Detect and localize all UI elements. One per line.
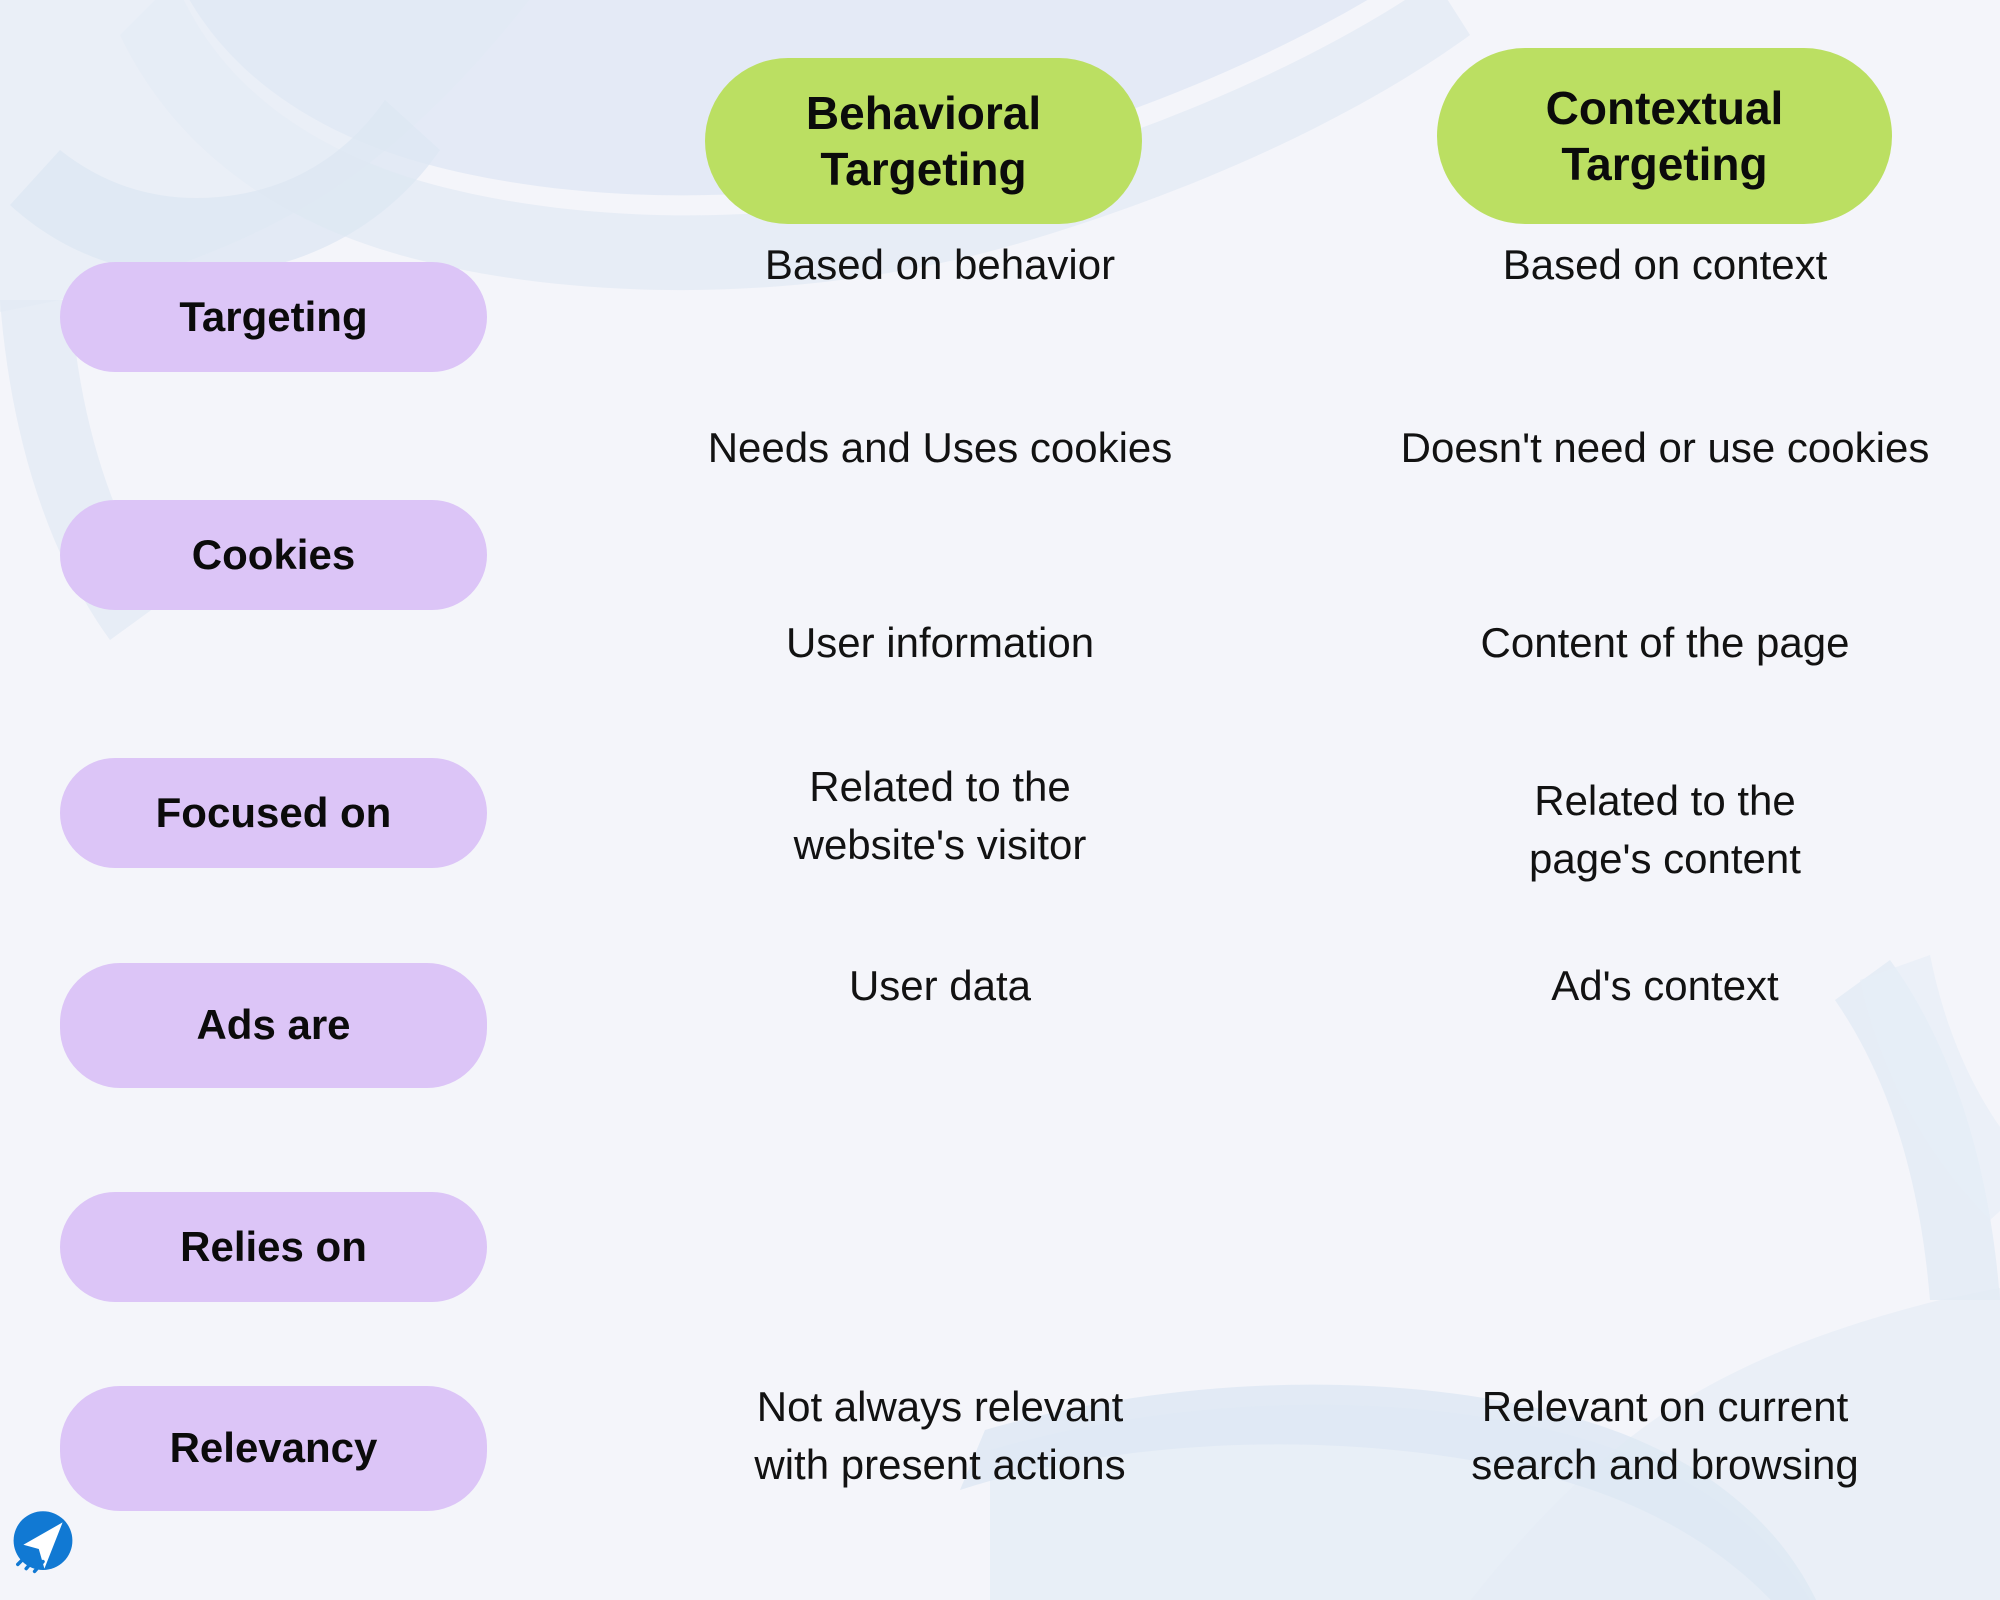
column-header-contextual: Contextual Targeting: [1437, 48, 1892, 224]
cell-relies-on-behavioral: User data: [560, 926, 1320, 1046]
cell-line: User data: [848, 962, 1032, 1010]
row-label-relevancy: Relevancy: [60, 1386, 487, 1511]
cell-line: Based on behavior: [764, 241, 1116, 289]
cursor-arrow-icon: [23, 1522, 63, 1569]
row-label-focused-on: Focused on: [60, 758, 487, 868]
row-label-text: Focused on: [155, 788, 392, 836]
row-label-relies-on: Relies on: [60, 1192, 487, 1302]
cell-line: Doesn't need or use cookies: [1400, 424, 1930, 472]
cell-line: Relevant on current: [1481, 1383, 1849, 1431]
column-header-behavioral: Behavioral Targeting: [705, 58, 1142, 224]
row-label-text: Targeting: [179, 292, 368, 340]
cell-cookies-behavioral: Needs and Uses cookies: [560, 388, 1320, 508]
cell-cookies-contextual: Doesn't need or use cookies: [1330, 388, 2000, 508]
cell-line: with present actions: [754, 1440, 1126, 1488]
row-label-text: Cookies: [191, 530, 356, 578]
column-header-behavioral-line1: Behavioral: [805, 86, 1042, 139]
cell-relevancy-contextual: Relevant on current search and browsing: [1330, 1348, 2000, 1523]
cell-line: Ad's context: [1551, 962, 1779, 1010]
logo-motion-lines: [16, 1551, 45, 1574]
column-header-contextual-line1: Contextual: [1545, 81, 1784, 134]
cell-ads-are-contextual: Related to the page's content: [1330, 742, 2000, 917]
cell-ads-are-behavioral: Related to the website's visitor: [560, 728, 1320, 903]
cell-line: Not always relevant: [756, 1383, 1124, 1431]
row-label-targeting: Targeting: [60, 262, 487, 372]
cell-line: website's visitor: [793, 820, 1087, 868]
cell-relies-on-contextual: Ad's context: [1330, 926, 2000, 1046]
cell-focused-on-contextual: Content of the page: [1330, 583, 2000, 703]
row-label-text: Relevancy: [169, 1424, 378, 1472]
cell-focused-on-behavioral: User information: [560, 583, 1320, 703]
column-header-contextual-line2: Targeting: [1561, 138, 1768, 190]
cell-targeting-contextual: Based on context: [1330, 205, 2000, 325]
cell-relevancy-behavioral: Not always relevant with present actions: [560, 1348, 1320, 1523]
cell-line: page's content: [1529, 834, 1801, 882]
row-label-cookies: Cookies: [60, 500, 487, 610]
row-label-ads-are: Ads are: [60, 963, 487, 1088]
cell-line: User information: [785, 619, 1095, 667]
cell-line: Content of the page: [1480, 619, 1850, 667]
row-label-text: Ads are: [196, 1001, 351, 1049]
cell-targeting-behavioral: Based on behavior: [560, 205, 1320, 325]
cell-line: Related to the: [1534, 777, 1796, 825]
cell-line: Related to the: [809, 763, 1071, 811]
cell-line: Based on context: [1502, 241, 1828, 289]
column-header-behavioral-line2: Targeting: [820, 143, 1027, 195]
paper-plane-cursor-logo[interactable]: [8, 1507, 78, 1577]
cell-line: Needs and Uses cookies: [707, 424, 1173, 472]
cell-line: search and browsing: [1471, 1440, 1859, 1488]
row-label-text: Relies on: [180, 1222, 367, 1270]
